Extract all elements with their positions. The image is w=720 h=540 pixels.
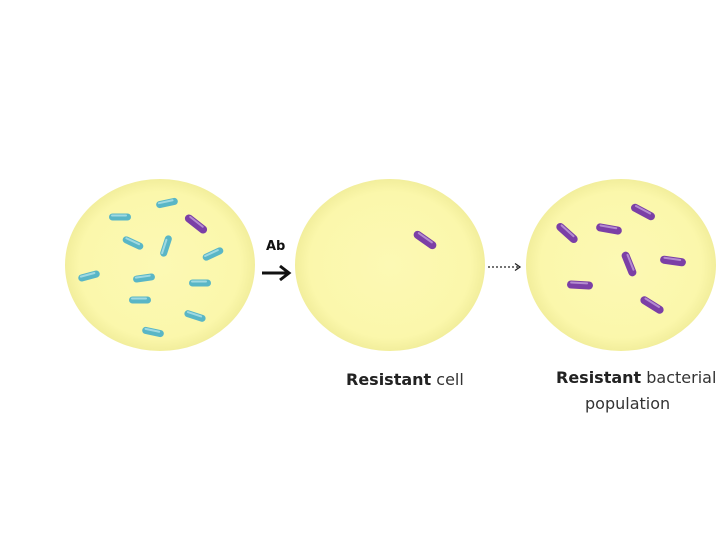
resistant-bacterium — [621, 251, 637, 277]
caption-bold-word: Resistant — [346, 370, 432, 389]
susceptible-bacterium — [202, 247, 224, 261]
petri-dish-resistant-population — [526, 179, 716, 351]
caption-resistant-cell: Resistant cell — [346, 367, 464, 393]
caption-rest: bacterial — [641, 368, 717, 387]
susceptible-bacterium — [160, 235, 172, 257]
susceptible-bacterium — [109, 213, 131, 221]
caption-bold-word: Resistant — [556, 368, 642, 387]
caption-rest: cell — [431, 370, 464, 389]
resistant-bacterium — [413, 230, 437, 250]
resistant-bacterium — [640, 296, 664, 314]
susceptible-bacterium — [133, 273, 155, 283]
antibiotic-arrow — [262, 264, 292, 282]
susceptible-bacterium — [156, 197, 178, 209]
growth-dotted-arrow — [488, 262, 522, 272]
susceptible-bacterium — [78, 270, 100, 282]
susceptible-bacteria-group — [78, 197, 224, 338]
caption-resistant-population: Resistant bacterial population — [556, 365, 716, 417]
resistant-bacterium — [631, 203, 655, 221]
resistant-bacterium — [660, 255, 686, 267]
susceptible-bacterium — [129, 296, 151, 304]
resistant-bacterium — [184, 214, 208, 234]
resistant-bacterium — [596, 223, 622, 235]
resistant-bacterium — [556, 222, 578, 244]
susceptible-bacterium — [122, 236, 144, 250]
resistant-bacterium — [567, 280, 593, 290]
resistant-population-group — [556, 203, 686, 314]
antibiotic-label: Ab — [266, 239, 286, 254]
caption-line2: population — [585, 394, 671, 413]
susceptible-bacterium — [142, 326, 164, 338]
petri-dish-single-resistant — [295, 179, 485, 351]
susceptible-bacterium — [184, 310, 206, 322]
susceptible-bacterium — [189, 279, 211, 287]
petri-dish-mixed — [65, 179, 255, 351]
